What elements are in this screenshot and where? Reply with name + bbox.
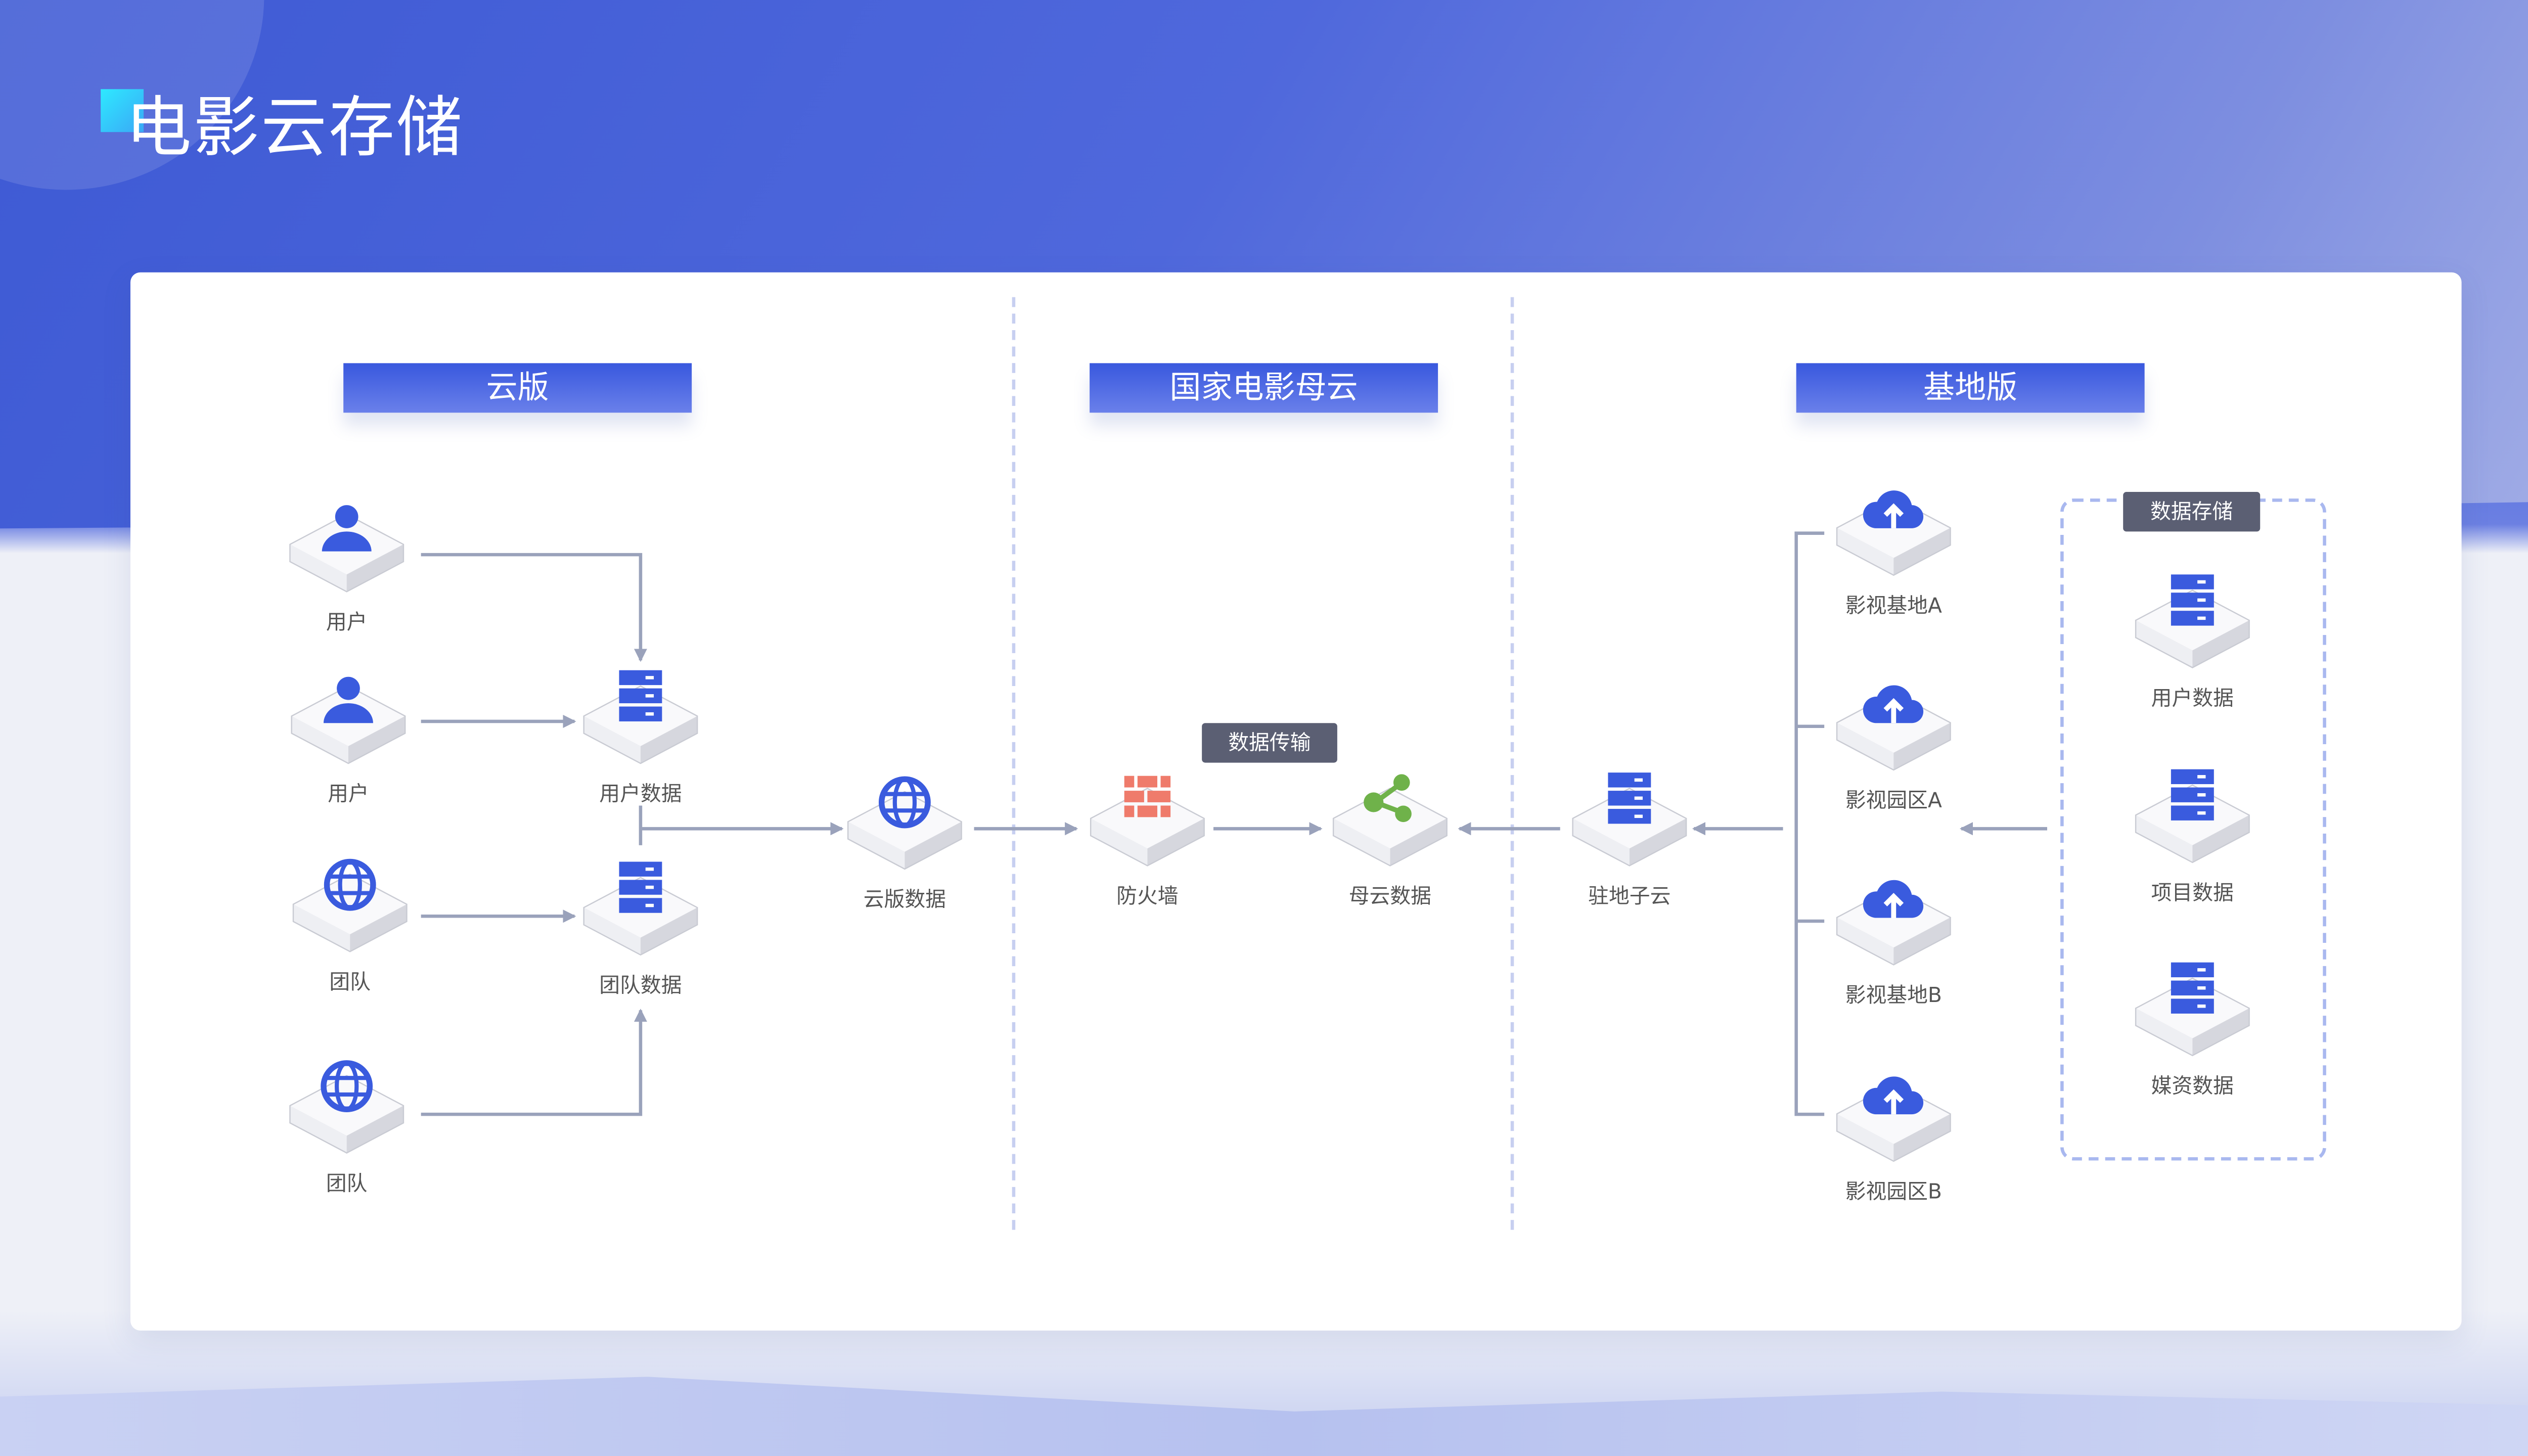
node-label: 团队 [329,969,371,994]
node-label: 用户数据 [2151,685,2234,710]
node-label: 团队 [326,1170,368,1196]
node-td: 团队数据 [574,858,706,999]
node-s1: 用户数据 [2127,571,2259,712]
node-pa: 影视园区A [1828,673,1960,814]
node-pb: 影视园区B [1828,1065,1960,1205]
node-s2: 项目数据 [2127,766,2259,906]
node-label: 母云数据 [1348,883,1432,908]
storage-badge: 数据存储 [2123,492,2261,532]
connector-line [421,1009,648,1116]
globe-icon [324,858,376,911]
section-header-national: 国家电影母云 [1090,363,1438,413]
cloud-upload-icon [1863,1076,1924,1115]
node-label: 用户数据 [599,781,682,806]
connector-line [1794,531,1825,1116]
node-label: 驻地子云 [1588,883,1671,908]
node-t2: 团队 [281,1057,413,1197]
cloud-upload-icon [1863,880,1924,918]
server-icon [2171,769,2214,821]
node-ud: 用户数据 [574,667,706,807]
node-label: 影视园区B [1845,1178,1942,1204]
node-label: 云版数据 [863,886,946,912]
cloud-upload-icon [1863,490,1924,528]
node-t1: 团队 [284,855,416,995]
node-u1: 用户 [281,495,413,636]
node-label: 团队数据 [599,972,682,997]
transfer-badge: 数据传输 [1202,723,1337,763]
section-header-cloud: 云版 [343,363,692,413]
node-ba: 影视基地A [1828,479,1960,619]
cloud-upload-icon [1863,685,1924,723]
node-cd: 云版数据 [839,772,971,913]
node-s3: 媒资数据 [2127,959,2259,1100]
node-label: 影视园区A [1845,787,1942,812]
node-label: 项目数据 [2151,880,2234,905]
server-icon [1608,772,1651,824]
node-bb: 影视基地B [1828,869,1960,1009]
user-icon [324,676,373,723]
node-u2: 用户 [282,667,414,807]
node-label: 影视基地A [1845,593,1942,618]
user-icon [322,505,372,552]
server-icon [619,861,662,913]
section-divider [1510,297,1514,1230]
node-label: 媒资数据 [2151,1073,2234,1098]
firewall-icon [1124,776,1171,817]
connector-line [421,553,648,662]
globe-icon [878,776,931,829]
node-label: 用户 [326,609,368,634]
server-icon [2171,574,2214,626]
node-label: 用户 [328,781,369,806]
node-zc: 驻地子云 [1563,769,1695,910]
section-header-base: 基地版 [1796,363,2145,413]
share-icon [1364,774,1412,823]
page-title: 电影云存储 [125,90,464,167]
node-fw: 防火墙 [1081,769,1213,910]
node-label: 影视基地B [1845,982,1942,1007]
section-divider [1012,297,1016,1230]
server-icon [2171,962,2214,1014]
node-md: 母云数据 [1324,769,1456,910]
server-icon [619,670,662,721]
node-label: 防火墙 [1116,883,1179,908]
title-accent [101,89,144,132]
globe-icon [321,1060,373,1113]
